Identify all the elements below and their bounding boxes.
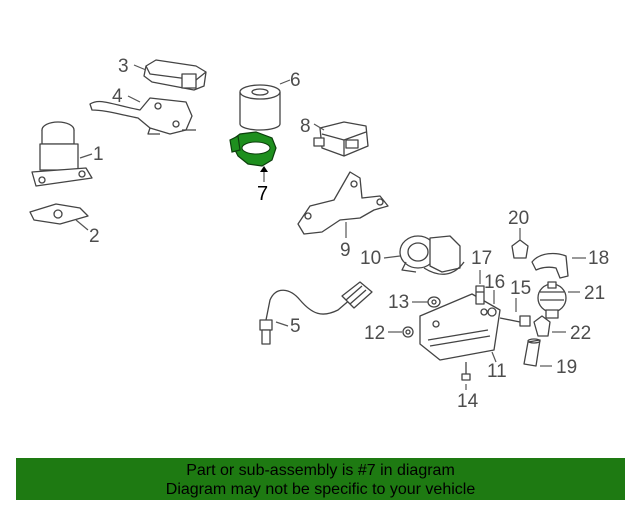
part-21[interactable] <box>537 281 567 319</box>
part-20[interactable] <box>511 239 529 259</box>
callout-12: 12 <box>364 323 385 344</box>
part-15[interactable] <box>499 315 531 327</box>
part-8[interactable] <box>313 121 369 157</box>
callout-19: 19 <box>556 357 577 378</box>
part-7-highlighted[interactable] <box>229 131 277 167</box>
part-3[interactable] <box>143 59 207 91</box>
part-12[interactable] <box>402 326 414 338</box>
callout-16: 16 <box>484 272 505 293</box>
part-9[interactable] <box>297 171 389 235</box>
part-1[interactable] <box>31 121 93 187</box>
callout-2: 2 <box>89 226 100 247</box>
part-18[interactable] <box>531 252 569 279</box>
callout-17: 17 <box>471 248 492 269</box>
callout-1: 1 <box>93 144 104 165</box>
part-16[interactable] <box>487 307 497 317</box>
callout-14: 14 <box>457 391 479 412</box>
callout-20: 20 <box>508 208 529 229</box>
banner-line-2: Diagram may not be specific to your vehi… <box>165 481 476 498</box>
callout-15: 15 <box>510 278 531 299</box>
callout-10: 10 <box>360 248 381 269</box>
callout-13: 13 <box>388 292 409 313</box>
part-4[interactable] <box>89 97 196 135</box>
callout-22: 22 <box>570 323 591 344</box>
part-6[interactable] <box>239 84 281 131</box>
callout-4: 4 <box>112 86 123 107</box>
part-5[interactable] <box>259 281 373 345</box>
callout-18: 18 <box>588 248 609 269</box>
part-13[interactable] <box>427 296 441 308</box>
notice-banner: Part or sub-assembly is #7 in diagram Di… <box>16 458 625 500</box>
part-10[interactable] <box>399 235 465 275</box>
part-11[interactable] <box>419 293 501 361</box>
part-22[interactable] <box>533 315 551 337</box>
part-17[interactable] <box>475 285 485 305</box>
callout-9: 9 <box>340 240 351 261</box>
part-2[interactable] <box>29 203 89 225</box>
callout-6: 6 <box>290 70 301 91</box>
callout-11: 11 <box>487 361 507 382</box>
callout-5: 5 <box>290 316 301 337</box>
callout-8: 8 <box>300 116 311 137</box>
callout-3: 3 <box>118 56 129 77</box>
callout-21: 21 <box>584 283 605 304</box>
callout-7: 7 <box>257 183 268 205</box>
part-19[interactable] <box>523 338 541 367</box>
banner-line-1: Part or sub-assembly is #7 in diagram <box>186 462 455 479</box>
parts-diagram: 3 4 1 2 6 7 <box>29 56 609 412</box>
part-14[interactable] <box>461 362 471 381</box>
